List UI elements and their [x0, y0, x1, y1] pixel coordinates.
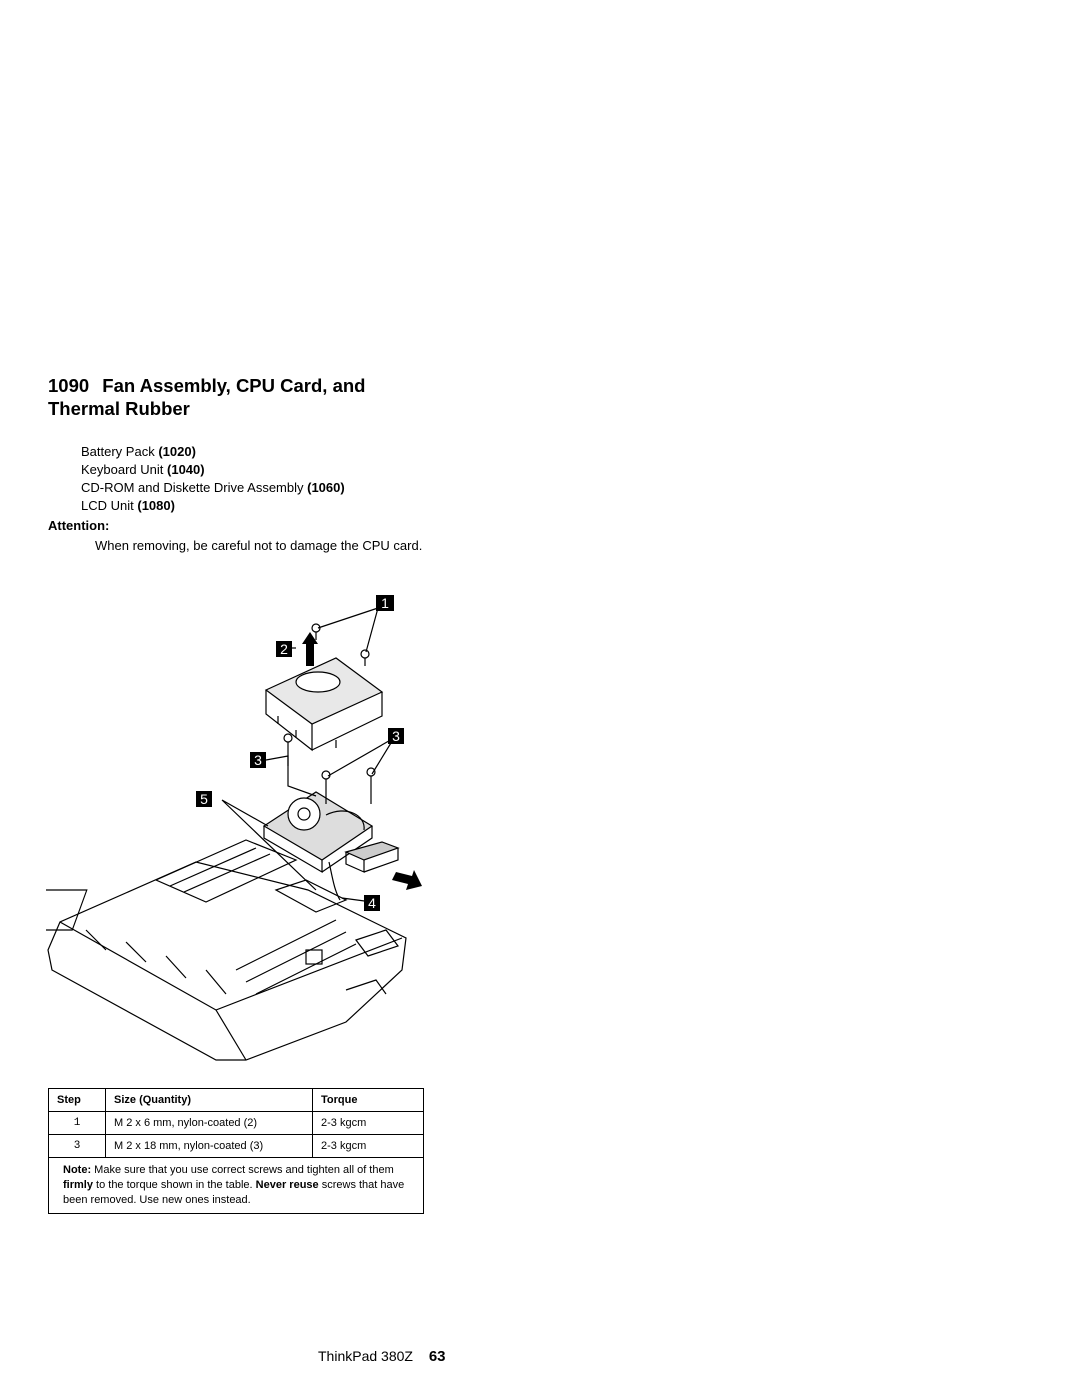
callout-5: 5	[200, 791, 208, 807]
note-label: Note:	[63, 1164, 92, 1176]
pull-out-arrow	[392, 870, 422, 890]
torque-table: Step Size (Quantity) Torque 1 M 2 x 6 mm…	[48, 1088, 424, 1214]
table-row: 1 M 2 x 6 mm, nylon-coated (2) 2-3 kgcm	[48, 1111, 424, 1135]
prerequisite-list: Battery Pack (1020) Keyboard Unit (1040)…	[81, 443, 345, 515]
cell-torque: 2-3 kgcm	[312, 1134, 424, 1158]
cell-step: 1	[48, 1111, 106, 1135]
lift-up-arrow	[302, 632, 318, 666]
footer-product: ThinkPad 380Z	[318, 1348, 413, 1364]
callout-1: 1	[381, 595, 389, 611]
page-number: 63	[428, 1348, 446, 1365]
prerequisite-item: Keyboard Unit (1040)	[81, 462, 205, 477]
table-row: 3 M 2 x 18 mm, nylon-coated (3) 2-3 kgcm	[48, 1134, 424, 1158]
callout-2: 2	[280, 641, 288, 657]
table-note: Note: Make sure that you use correct scr…	[48, 1157, 424, 1214]
cell-torque: 2-3 kgcm	[312, 1111, 424, 1135]
section-title: 1090 Fan Assembly, CPU Card, and Thermal…	[48, 374, 365, 420]
header-size: Size (Quantity)	[105, 1088, 313, 1112]
section-title-line1: Fan Assembly, CPU Card, and	[102, 375, 366, 396]
cell-size: M 2 x 18 mm, nylon-coated (3)	[105, 1134, 313, 1158]
section-title-line2: Thermal Rubber	[48, 398, 190, 419]
cell-step: 3	[48, 1134, 106, 1158]
screw-3a	[283, 733, 293, 743]
callout-3a: 3	[392, 728, 400, 744]
header-step: Step	[48, 1088, 106, 1112]
attention-label: Attention:	[48, 518, 110, 533]
prerequisite-item: CD-ROM and Diskette Drive Assembly (1060…	[81, 480, 345, 495]
callout-3b: 3	[254, 752, 262, 768]
prerequisite-item: Battery Pack (1020)	[81, 444, 196, 459]
screw-1b	[360, 649, 370, 659]
table-header-row: Step Size (Quantity) Torque	[48, 1088, 424, 1112]
cell-size: M 2 x 6 mm, nylon-coated (2)	[105, 1111, 313, 1135]
header-torque: Torque	[312, 1088, 424, 1112]
disassembly-diagram: 1 2 3 3 5 4	[46, 595, 422, 1061]
page-footer: ThinkPad 380Z 63	[318, 1348, 446, 1365]
prerequisite-item: LCD Unit (1080)	[81, 498, 175, 513]
section-number: 1090	[48, 375, 90, 396]
table-note-row: Note: Make sure that you use correct scr…	[48, 1157, 424, 1214]
callout-4: 4	[368, 895, 376, 911]
cable-connector	[344, 841, 400, 861]
attention-text: When removing, be careful not to damage …	[95, 538, 423, 553]
